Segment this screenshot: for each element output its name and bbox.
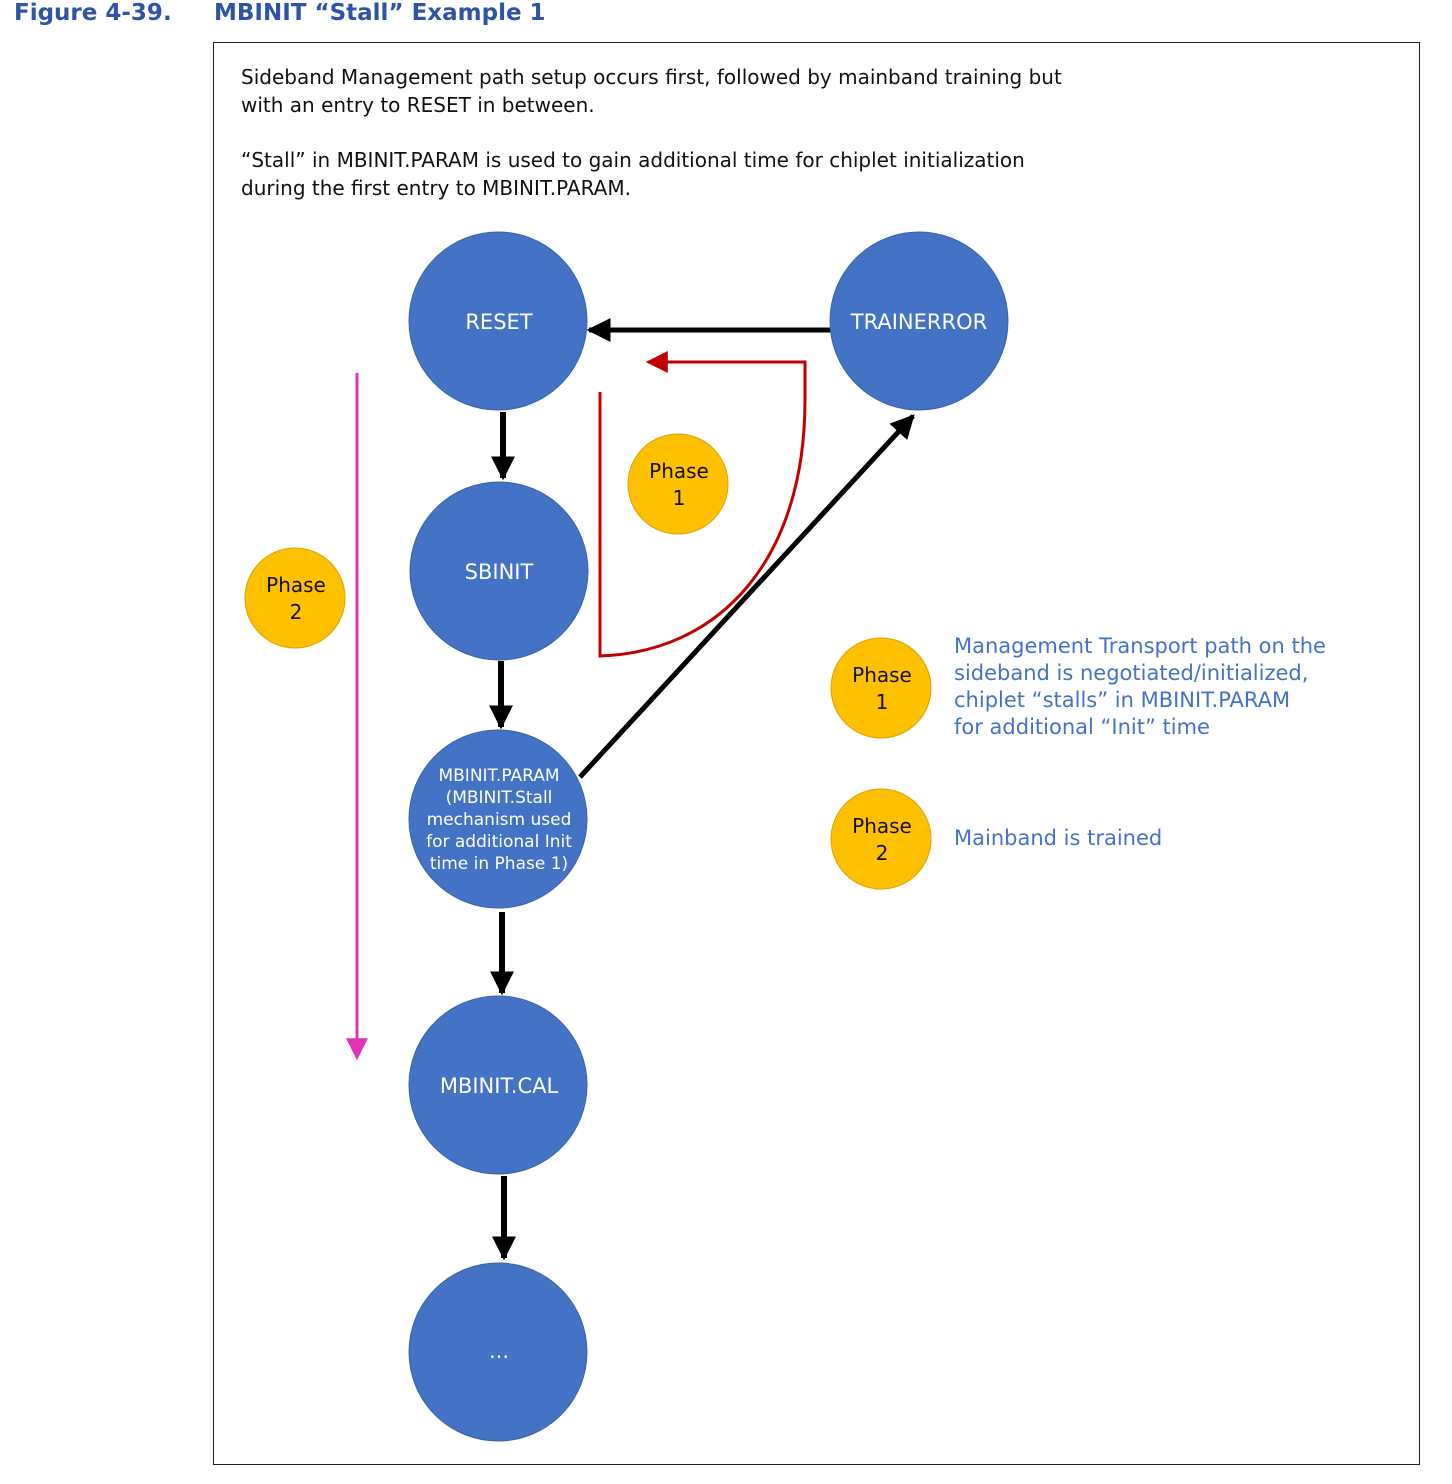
badge-phase1-diagram: Phase 1 (627, 433, 729, 535)
badge-phase2-diagram: Phase 2 (244, 547, 346, 649)
legend-phase1-text: Management Transport path on the sideban… (954, 634, 1326, 739)
badge-phase1-legend-word: Phase (852, 663, 912, 687)
node-mbinit-cal: MBINIT.CAL (408, 995, 588, 1175)
node-param-line-5: time in Phase 1) (430, 854, 568, 874)
node-sbinit: SBINIT (409, 481, 589, 661)
node-param-line-3: mechanism used (427, 810, 572, 830)
badge-phase1-legend: Phase 1 (830, 637, 932, 739)
phase1-path (598, 351, 807, 658)
figure-number: Figure 4-39. (14, 0, 172, 26)
badge-phase2-diagram-num: 2 (290, 600, 303, 624)
badge-phase1-legend-num: 1 (876, 690, 889, 714)
intro-line-2: with an entry to RESET in between. (241, 93, 595, 117)
figure-frame (213, 42, 1420, 1465)
badge-phase2-legend: Phase 2 (830, 788, 932, 890)
node-reset: RESET (408, 231, 588, 411)
node-param-line-2: (MBINIT.Stall (446, 788, 553, 808)
node-more: ... (408, 1262, 588, 1442)
node-param-line-4: for additional Init (426, 832, 572, 852)
figure-title: MBINIT “Stall” Example 1 (214, 0, 546, 26)
intro-line-1: Sideband Management path setup occurs fi… (241, 65, 1062, 89)
badge-phase1-diagram-word: Phase (649, 459, 709, 483)
badge-phase2-diagram-word: Phase (266, 573, 326, 597)
node-trainerror: TRAINERROR (829, 231, 1009, 411)
arrow-param-to-trainerror (578, 414, 915, 779)
node-param-line-1: MBINIT.PARAM (438, 766, 559, 786)
node-sbinit-label: SBINIT (465, 560, 534, 584)
node-cal-label: MBINIT.CAL (440, 1074, 559, 1098)
figure-caption: Figure 4-39. MBINIT “Stall” Example 1 (14, 0, 546, 26)
node-reset-label: RESET (465, 310, 532, 334)
badge-phase2-legend-word: Phase (852, 814, 912, 838)
node-mbinit-param: MBINIT.PARAM (MBINIT.Stall mechanism use… (408, 729, 588, 909)
node-more-label: ... (489, 1339, 509, 1363)
intro-line-4: during the first entry to MBINIT.PARAM. (241, 176, 631, 200)
badge-phase2-legend-num: 2 (876, 841, 889, 865)
badge-phase1-diagram-num: 1 (673, 486, 686, 510)
node-trainerror-label: TRAINERROR (850, 310, 987, 334)
legend-phase2-text: Mainband is trained (954, 826, 1163, 850)
intro-line-3: “Stall” in MBINIT.PARAM is used to gain … (241, 148, 1025, 172)
